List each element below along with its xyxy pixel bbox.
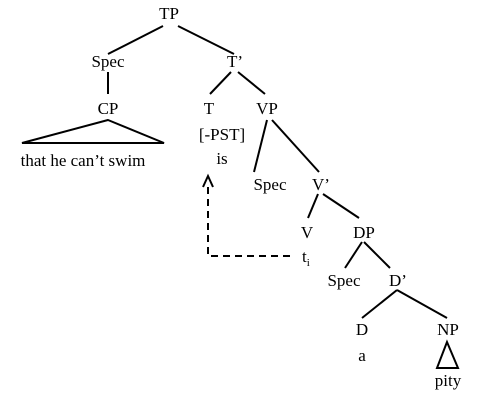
node-tp: TP [159, 4, 179, 23]
branch-dp-spec [344, 241, 363, 269]
trace-index: i [307, 257, 310, 269]
branch-vp-spec [253, 119, 268, 173]
d-word: a [358, 346, 366, 365]
branch-tp-spec [107, 25, 164, 55]
np-triangle [435, 339, 460, 369]
t-word: is [216, 149, 227, 168]
node-spec-dp: Spec [327, 271, 361, 290]
node-d: D [356, 320, 368, 339]
node-vp: VP [256, 99, 278, 118]
movement-arrowhead [202, 173, 214, 188]
movement-dashed-line [207, 186, 290, 257]
t-feature-label: [-PST] [199, 125, 245, 144]
node-dp: DP [353, 223, 375, 242]
trace-label: ti [302, 247, 310, 269]
branch-tp-tbar [177, 25, 235, 55]
node-v-bar: V’ [312, 175, 330, 194]
node-v: V [301, 223, 314, 242]
branch-vbar-v [307, 193, 319, 219]
node-t-bar: T’ [227, 52, 243, 71]
node-cp: CP [98, 99, 119, 118]
node-spec-subject: Spec [91, 52, 125, 71]
branch-vp-vbar [271, 119, 320, 173]
node-d-bar: D’ [389, 271, 407, 290]
branch-dbar-np [396, 289, 448, 319]
cp-triangle [21, 118, 165, 144]
node-spec-vp: Spec [253, 175, 287, 194]
branch-tbar-t [209, 71, 232, 95]
node-t: T [204, 99, 215, 118]
node-np: NP [437, 320, 459, 339]
branch-vbar-dp [322, 193, 360, 219]
branch-dbar-d [361, 289, 398, 319]
np-word: pity [435, 371, 462, 390]
cp-terminal-text: that he can’t swim [21, 151, 146, 170]
branch-dp-dbar [363, 241, 391, 269]
branch-tbar-vp [237, 71, 266, 95]
